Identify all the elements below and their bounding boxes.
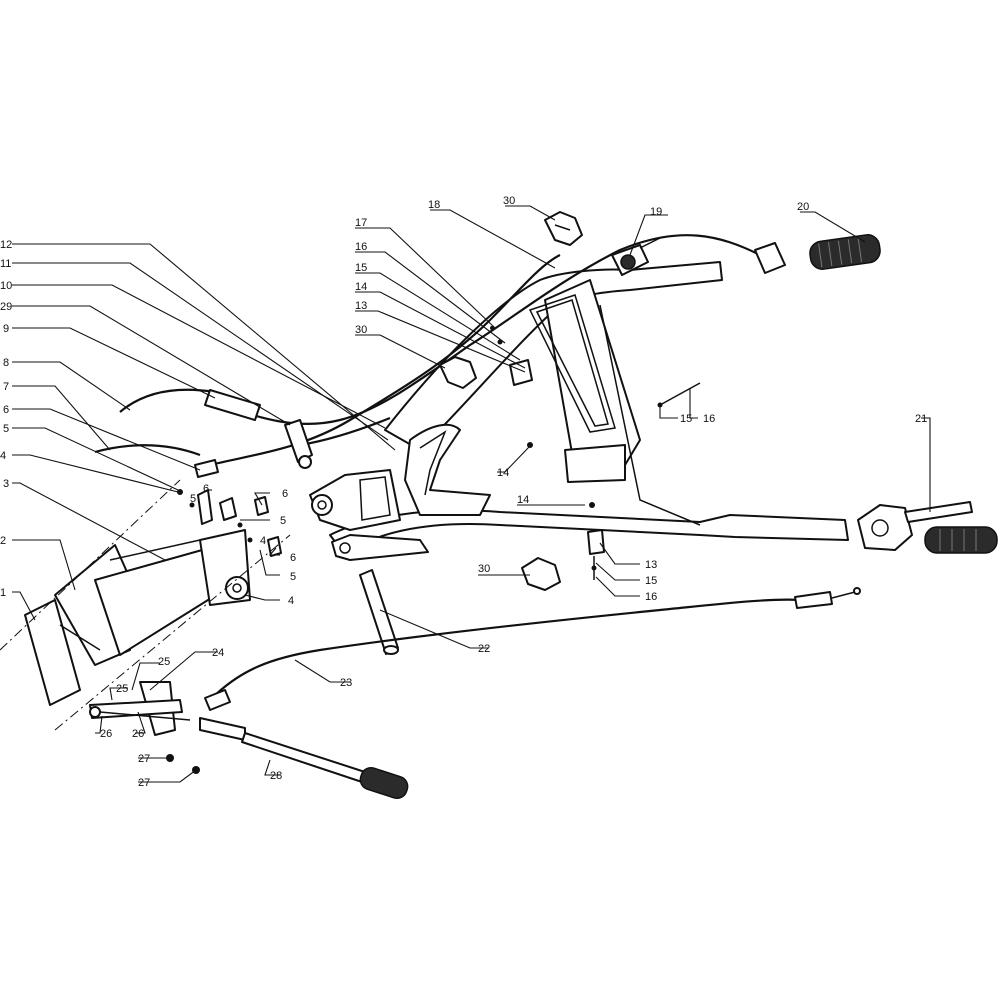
callout-12: 12	[0, 239, 12, 251]
cable-adjuster	[204, 389, 261, 421]
callout-14: 14	[355, 281, 367, 293]
callout-2: 2	[0, 535, 6, 547]
callout-20: 20	[797, 201, 809, 213]
callout-13: 13	[355, 300, 367, 312]
callout-10: 10	[0, 280, 12, 292]
callout-18: 18	[428, 199, 440, 211]
callout-16: 16	[355, 241, 367, 253]
callout-19: 19	[650, 206, 662, 218]
callout-16: 16	[703, 413, 715, 425]
lower-lever-assembly	[89, 681, 231, 774]
callout-16: 16	[645, 591, 657, 603]
callout-25: 25	[158, 656, 170, 668]
callout-26: 26	[100, 728, 112, 740]
callout-27: 27	[138, 753, 150, 765]
callout-6: 6	[282, 488, 288, 500]
callout-22: 22	[478, 643, 490, 655]
callout-4: 4	[288, 595, 294, 607]
throttle-lever	[611, 237, 661, 276]
fasteners-right	[490, 326, 701, 580]
callout-5: 5	[290, 571, 296, 583]
callout-3: 3	[3, 478, 9, 490]
callout-28: 28	[270, 770, 282, 782]
callout-27: 27	[138, 777, 150, 789]
callout-14: 14	[497, 467, 509, 479]
cable-clip-top	[544, 211, 583, 246]
callout-labels: 12 11 10 29 9 8 7 6 5 4 3 2 1 17 16 15 1…	[0, 195, 927, 789]
callout-5: 5	[280, 515, 286, 527]
callout-29: 29	[0, 301, 12, 313]
handle-grip-left	[857, 501, 998, 554]
callout-21: 21	[915, 413, 927, 425]
mounting-bracket	[24, 529, 251, 706]
callout-30: 30	[503, 195, 515, 207]
leader-lines	[12, 205, 931, 783]
callout-7: 7	[3, 381, 9, 393]
callout-24: 24	[212, 647, 224, 659]
callout-14: 14	[517, 494, 529, 506]
callout-30: 30	[478, 563, 490, 575]
callout-15: 15	[355, 262, 367, 274]
callout-23: 23	[340, 677, 352, 689]
cable-clip-middle	[439, 356, 477, 389]
control-cables	[94, 234, 761, 478]
callout-9: 9	[3, 323, 9, 335]
callout-11: 11	[0, 258, 11, 270]
handle-grip-right	[754, 234, 881, 274]
callout-5: 5	[190, 493, 196, 505]
long-cable	[209, 587, 861, 701]
callout-6: 6	[3, 404, 9, 416]
callout-4: 4	[260, 535, 266, 547]
pivot-rod	[359, 569, 399, 655]
callout-8: 8	[3, 357, 9, 369]
callout-15: 15	[680, 413, 692, 425]
shift-lever-rod	[199, 717, 409, 800]
callout-4: 4	[0, 450, 6, 462]
callout-17: 17	[355, 217, 367, 229]
callout-25: 25	[116, 683, 128, 695]
cable-clip-bottom	[521, 557, 561, 591]
callout-13: 13	[645, 559, 657, 571]
callout-26: 26	[132, 728, 144, 740]
callout-1: 1	[0, 587, 6, 599]
callout-5: 5	[3, 423, 9, 435]
handlebar-frame	[309, 261, 849, 561]
bracket-fasteners	[177, 489, 282, 557]
callout-15: 15	[645, 575, 657, 587]
callout-6: 6	[203, 483, 209, 495]
callout-30: 30	[355, 324, 367, 336]
callout-6: 6	[290, 552, 296, 564]
